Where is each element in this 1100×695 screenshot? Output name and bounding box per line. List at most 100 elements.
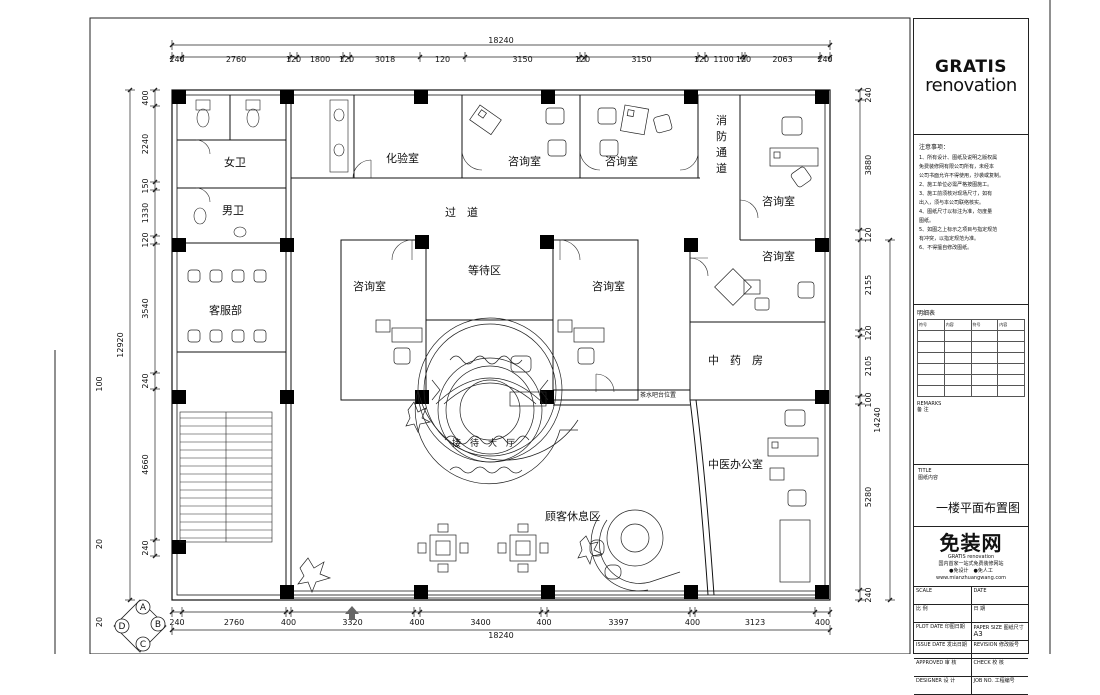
column	[541, 90, 555, 104]
column	[172, 90, 186, 104]
right-dimension-label: 100	[864, 392, 873, 407]
room-label-consult-6: 咨询室	[592, 279, 625, 293]
top-dimension-label: 3018	[375, 55, 395, 64]
bottom-dimension-label: 400	[409, 618, 424, 627]
meta-cell: SCALE	[914, 587, 972, 604]
fire-passage-char: 通	[716, 146, 727, 159]
right-dimension-label: 240	[864, 587, 873, 602]
room-label-pharmacy: 中 药 房	[708, 354, 763, 367]
room-label-consult-1: 咨询室	[508, 154, 541, 168]
note-line: 图纸。	[919, 218, 935, 224]
column	[815, 90, 829, 104]
tea-station-label: 茶水吧台位置	[640, 391, 676, 399]
left-dimension-label: 2240	[141, 134, 150, 154]
meta-cell: PLOT DATE 印图日期	[914, 623, 972, 640]
right-dimension-label: 2105	[864, 356, 873, 376]
room-label-consult-4: 咨询室	[762, 249, 795, 263]
compass-key	[113, 599, 167, 653]
customer-service-chairs	[187, 269, 267, 343]
legend-col-header: 内容	[997, 319, 1025, 331]
top-dimension-label: 240	[817, 55, 832, 64]
fire-passage-char: 消	[716, 113, 727, 127]
meta-cell: 比 例	[914, 605, 972, 622]
interior-walls	[177, 95, 825, 596]
brand-slogan: 国内首家一站式免费装修网站	[938, 560, 1004, 567]
reception-hall-floor-pattern	[414, 317, 579, 485]
room-labels: 女卫 男卫 客服部 化验室 咨询室 咨询室 咨询室 咨询室 过 道 等待区 咨询…	[209, 151, 795, 523]
bottom-dimension-label: 400	[281, 618, 296, 627]
note-line: 2、施工单位必需严格按图施工。	[919, 182, 993, 188]
room-label-mens-wc: 男卫	[222, 204, 244, 217]
room-label-consult-3: 咨询室	[762, 194, 795, 208]
meta-cell: DATE	[973, 588, 987, 594]
note-line: 6、不得擅自修改图纸。	[919, 245, 973, 251]
bottom-dimension-label: 240	[169, 618, 184, 627]
notes-section: 注意事项： 1、所有设计、图纸及说明之版权属免费装修网有限公司所有，未经本公司书…	[914, 135, 1028, 305]
structural-columns	[172, 90, 829, 599]
meta-cell: DESIGNER 设 计	[914, 677, 972, 694]
note-line: 1、所有设计、图纸及说明之版权属	[919, 155, 998, 161]
bottom-dimension-label: 2760	[224, 618, 244, 627]
room-label-consult-5: 咨询室	[353, 279, 386, 293]
left-dimension-label: 4660	[141, 454, 150, 474]
meta-cell: PAPER SIZE 图纸尺寸 A3	[973, 625, 1024, 638]
top-dimension-label: 2760	[226, 55, 246, 64]
remarks-en: REMARKS	[917, 401, 942, 407]
overall-height-label: 12920	[116, 332, 125, 357]
legend-col-header: 符号	[917, 319, 945, 331]
staircase	[179, 411, 273, 543]
top-dimension-label: 1100	[713, 55, 733, 64]
remarks-label: REMARKS 备 注	[917, 401, 1025, 413]
left-dimension-label: 1330	[141, 203, 150, 223]
left-dimension-label: 150	[141, 178, 150, 193]
note-line: 公司书面允许不得使用，抄袭或复制。	[919, 173, 1005, 179]
legend-section: 明细表 符号 内容 符号 内容 REMARKS 备 注	[914, 305, 1028, 465]
legend-table: 符号 内容 符号 内容	[917, 319, 1025, 397]
top-dimension-label: 120	[736, 55, 751, 64]
note-line: 3、施工前须核对现场尺寸，如有	[919, 191, 993, 197]
top-dimension-label: 2063	[772, 55, 792, 64]
entrance-arrow-icon	[345, 606, 359, 620]
compass-letter-d: D	[119, 622, 126, 632]
column	[280, 390, 294, 404]
consult-furniture	[375, 104, 819, 583]
right-dimension-label: 120	[864, 227, 873, 242]
room-label-customer-service: 客服部	[209, 303, 242, 317]
meta-cell: REVISION 修改版号	[973, 642, 1019, 648]
column	[172, 238, 186, 252]
left-dimension-label: 240	[141, 540, 150, 555]
bottom-dimension-label: 400	[685, 618, 700, 627]
column	[540, 390, 554, 404]
compass-letter-c: C	[140, 640, 146, 650]
note-line: 免费装修网有限公司所有，未经本	[919, 164, 995, 170]
column	[280, 585, 294, 599]
overall-width-label: 18240	[488, 36, 513, 45]
room-label-lab: 化验室	[386, 151, 419, 165]
lounge-furniture	[297, 401, 681, 593]
legend-col-header: 符号	[970, 319, 999, 331]
left-dimension-label: 400	[141, 90, 150, 105]
title-en-label: TITLE	[918, 468, 932, 474]
meta-cell: APPROVED 审 核	[914, 659, 972, 676]
logo-text-line1: GRATIS	[934, 56, 1008, 77]
legend-col-header: 内容	[943, 319, 972, 331]
title-cn-label: 图纸内容	[918, 475, 939, 481]
bottom-dimension-label: 400	[815, 618, 830, 627]
fire-passage-char: 防	[716, 129, 727, 143]
top-dimension-label: 1800	[310, 55, 330, 64]
compass-letters: A B C D	[119, 603, 162, 650]
meta-row: 比 例日 期	[914, 605, 1028, 623]
top-dimension-label: 3150	[631, 55, 651, 64]
brand-url: www.mianzhuangwang.com	[935, 574, 1007, 581]
column	[414, 585, 428, 599]
bottom-dimension-label: 3397	[608, 618, 628, 627]
bottom-dimension-label: 3123	[745, 618, 765, 627]
bottom-dimension-label: 3400	[470, 618, 490, 627]
meta-cell: CHECK 校 核	[973, 660, 1004, 666]
right-dimension-label: 2155	[864, 275, 873, 295]
